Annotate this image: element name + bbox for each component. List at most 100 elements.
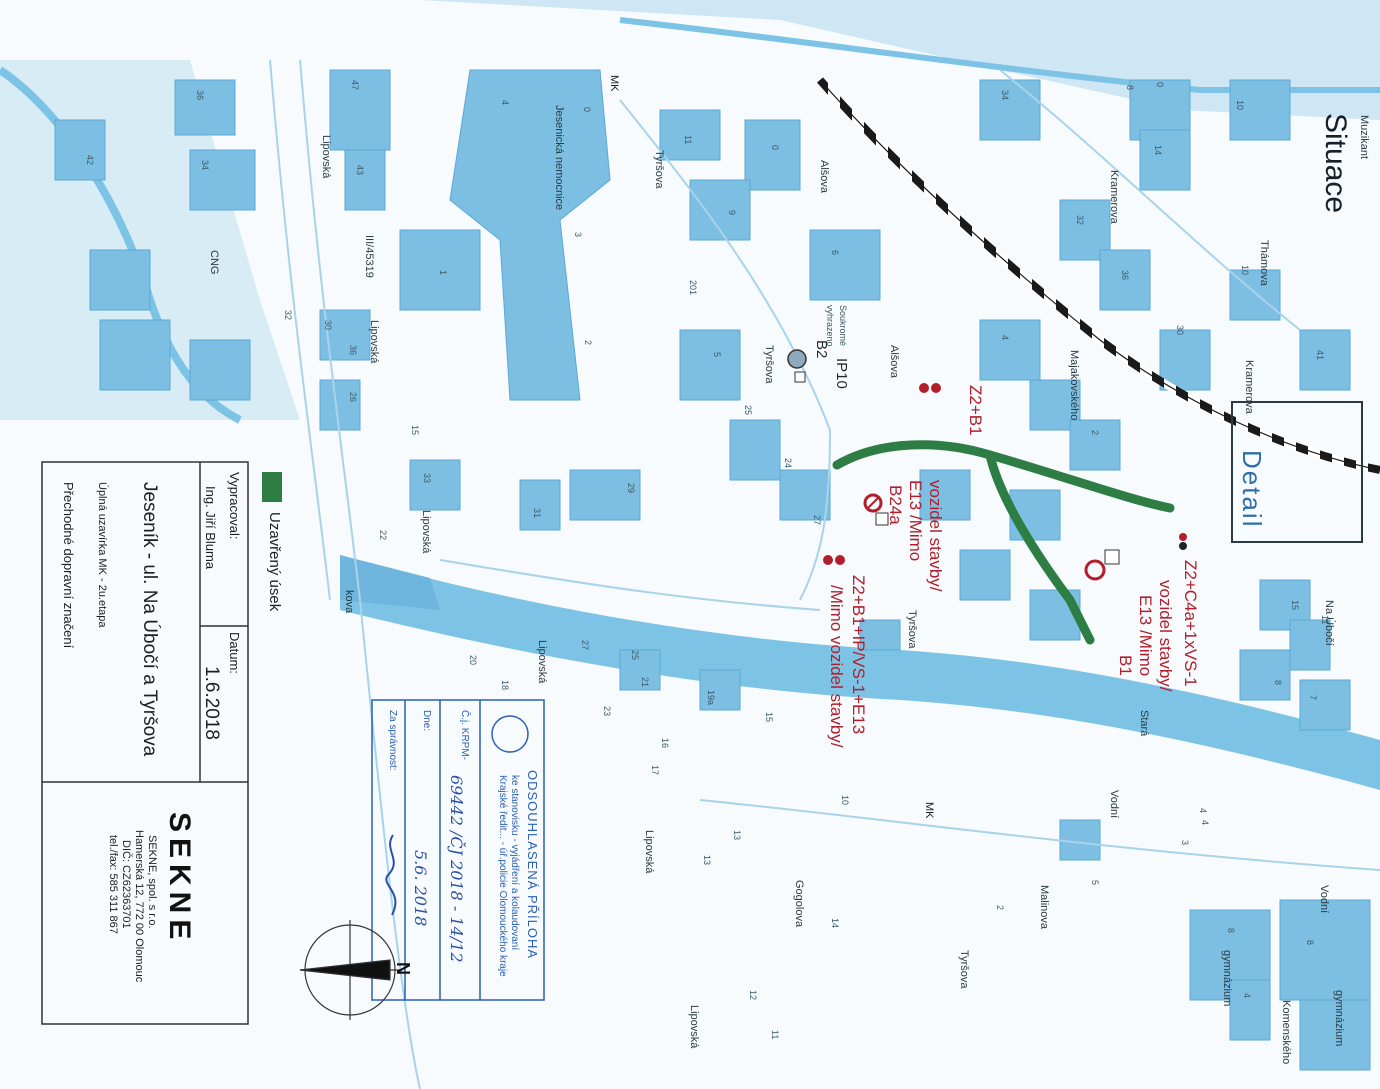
building-number: 42: [85, 155, 95, 166]
sign-markers: [787, 349, 1187, 581]
building-number: 4: [1000, 335, 1010, 341]
stream-band: [340, 555, 1380, 790]
closed-section-lines: [832, 440, 1175, 645]
street-label-alsova-1: Alšova: [818, 160, 830, 194]
building-number: 29: [626, 483, 636, 494]
building-number: 10: [1240, 265, 1250, 276]
street-label-lipovska-1: Lipovská: [320, 135, 332, 179]
stamp-line-2: Krajské ředit... - úř.policie Olomouckéh…: [497, 775, 508, 977]
building-number: 23: [602, 706, 612, 717]
building-number: 11: [770, 1030, 780, 1040]
street-label-musikant: Muzikant: [1358, 115, 1370, 160]
buildings: [54, 69, 1371, 1071]
building-number: 12: [748, 990, 758, 1001]
building-number: 2: [995, 905, 1005, 911]
building-number: 13: [732, 830, 742, 841]
north-arrow-graphic: [299, 920, 400, 1020]
map-title: Situace: [1319, 113, 1352, 214]
company-name: SEKNE, spol. s r.o.: [146, 835, 158, 929]
building-number: 36: [348, 345, 358, 356]
legend-closed-section: Uzavřený úsek: [266, 512, 283, 612]
street-label-komenskeho: Komenského: [1280, 1000, 1292, 1065]
building-number: 8: [1125, 85, 1135, 91]
legend-swatch: [262, 472, 282, 502]
datum-value: 1.6.2018: [201, 666, 222, 740]
road-outlines: [269, 59, 1380, 1089]
building-number: 19a: [706, 690, 716, 706]
company-address: Hamerská 12, 772 00 Olomouc: [133, 830, 145, 983]
building-number: 8: [1273, 680, 1283, 686]
building-number: 0: [582, 107, 592, 113]
street-label-gogolova: Gogolova: [793, 880, 805, 928]
building-number: 32: [283, 310, 293, 321]
vypracoval-label: Vypracoval:: [227, 472, 242, 540]
street-label-malinova: Malinova: [1038, 885, 1050, 930]
sign-label-z2-c4a: Z2+C4a+1xVS-1: [1181, 560, 1200, 687]
building-number: 9: [727, 210, 737, 216]
stamp-cj-value: 69442 /ČJ 2018 - 14/12: [447, 775, 466, 963]
building-number: 18: [500, 680, 510, 691]
building-number: 3: [573, 232, 583, 238]
street-label-kramerova-2: Kramerova: [1243, 360, 1255, 414]
label-gymnazium-2: gymnázium: [1333, 990, 1345, 1047]
building-number: 15: [764, 712, 774, 723]
building-number: 20: [468, 655, 478, 666]
detail-label: Detail: [1237, 450, 1267, 529]
street-label-lipovska-6: Lipovská: [688, 1005, 700, 1049]
detail-box: [1231, 401, 1363, 543]
building-number: 4: [1198, 808, 1208, 814]
building-number: 36: [195, 90, 205, 101]
street-label-mk-1: MK: [608, 75, 620, 92]
stamp-dne-label: Dne:: [421, 710, 432, 732]
building-number: 27: [580, 640, 590, 651]
building-number: 10: [1235, 100, 1245, 111]
building-number: 34: [1000, 90, 1010, 101]
street-label-tyrsova-1: Tyršova: [653, 150, 665, 189]
building-number: 0: [770, 145, 780, 151]
building-number: 41: [1315, 350, 1325, 361]
street-label-lipovska-5: Lipovská: [643, 830, 655, 874]
street-label-alsova-2: Alšova: [888, 345, 900, 379]
building-number: 31: [532, 508, 542, 519]
sign-label-ip10: IP10: [833, 358, 850, 389]
building-number: 5: [1090, 880, 1100, 886]
building-number: 17: [650, 765, 660, 776]
street-label-mk-2: MK: [923, 802, 935, 819]
building-number: 26: [348, 392, 358, 403]
building-number: 15: [410, 425, 420, 436]
sign-label-z2-b1-top: Z2+B1: [966, 385, 985, 436]
building-number: 2: [583, 340, 593, 346]
label-soukrome-2: vyhrazeno: [825, 305, 835, 347]
label-gymnazium-1: gymnázium: [1221, 950, 1233, 1007]
sign-label-e13-mimo: E13 /Mimo: [906, 480, 925, 562]
stamp-line-1: ke stanovisku - vyjádření a kolaudovaní: [509, 775, 520, 951]
building-number: 11: [1320, 615, 1330, 625]
street-label-lipovska-3: Lipovská: [420, 510, 432, 554]
stamp-dne-value: 5.6. 2018: [411, 850, 430, 927]
building-number: 30: [323, 320, 333, 331]
building-number: 5: [712, 352, 722, 358]
street-label-lipovska-4: Lipovská: [536, 640, 548, 684]
stamp-za-spravnost-label: Za správnost:: [387, 710, 398, 771]
building-number: 36: [1120, 270, 1130, 281]
sign-label-vozidel-stavby-2: vozidel stavby/: [1156, 580, 1175, 692]
street-label-kramerova-1: Kramerova: [1108, 170, 1120, 224]
label-jesenicka-nemocnice: Jesenická nemocnice: [553, 105, 565, 211]
building-number: 32: [1075, 215, 1085, 226]
building-number: 13: [702, 855, 712, 866]
building-number: 15: [1290, 600, 1300, 611]
building-number: 22: [378, 530, 388, 541]
building-number: 0: [1155, 82, 1165, 88]
building-number: 1: [438, 270, 448, 276]
street-label-majakovskeho: Majakovského: [1068, 350, 1080, 421]
street-label-tyrsova-4: Tyršova: [958, 950, 970, 989]
building-number: 4: [500, 100, 510, 106]
stamp-signature: [385, 834, 397, 916]
building-number: 2: [1090, 430, 1100, 436]
building-number: 7: [1308, 695, 1318, 701]
building-number: 8: [1226, 928, 1236, 934]
stream-small: [340, 555, 440, 610]
building-number: 6: [830, 250, 840, 256]
sign-label-b1: B1: [1116, 655, 1135, 676]
